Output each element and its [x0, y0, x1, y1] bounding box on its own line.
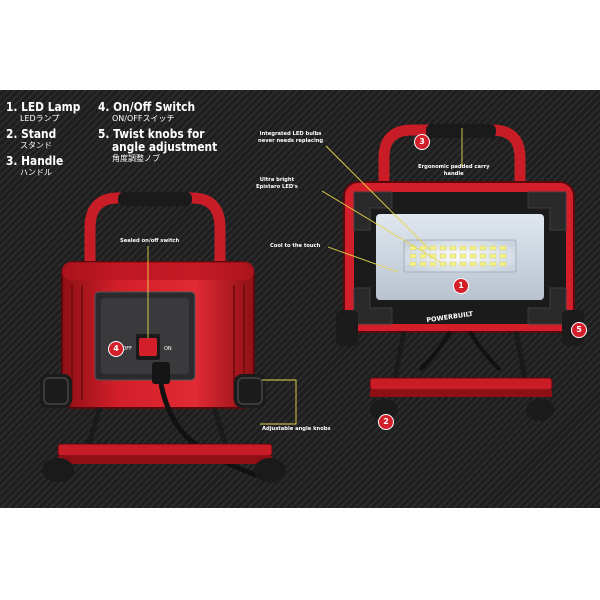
badge-led-lamp: 1 [453, 278, 469, 294]
legend-item-5: 5. Twist knobs for [98, 126, 205, 141]
legend-item-4-jp: ON/OFFスイッチ [112, 114, 175, 123]
callout-sealed-switch: Sealed on/off switch [120, 238, 180, 244]
legend-item-3: 3. Handle [6, 153, 64, 168]
callout-ergonomic-handle: Ergonomic padded carry handle [418, 164, 490, 177]
legend-item-2-jp: スタンド [20, 141, 52, 150]
left-angle-knob [40, 374, 72, 408]
callout-cool-touch: Cool to the touch [270, 243, 321, 249]
cable-grommet [152, 362, 170, 384]
rear-foot-right [254, 458, 286, 482]
rear-view-lamp [40, 192, 286, 483]
badge-switch: 4 [108, 341, 124, 357]
led-chips [409, 245, 507, 267]
legend-item-5-jp: 角度調整ノブ [112, 154, 160, 163]
badge-handle: 3 [414, 134, 430, 150]
callout-integrated-bulbs: Integrated LED bulbs never needs replaci… [258, 131, 324, 144]
right-angle-knob [234, 374, 266, 408]
front-foot-right [526, 399, 554, 421]
rear-stand-bar [57, 443, 273, 457]
badge-knob: 5 [571, 322, 587, 338]
switch-off-label: OFF [122, 346, 132, 352]
legend-item-4: 4. On/Off Switch [98, 99, 196, 114]
power-cable [158, 383, 276, 483]
legend-item-5-line2: angle adjustment [112, 139, 218, 154]
front-left-knob [336, 310, 358, 346]
rear-handle-grip [118, 192, 192, 206]
front-handle-grip [426, 124, 496, 138]
callout-ultra-bright: Ultra bright Epistaro LED's [256, 177, 298, 190]
badge-stand: 2 [378, 414, 394, 430]
switch-on-label: ON [164, 346, 172, 352]
legend-item-1-jp: LEDランプ [20, 114, 60, 123]
front-view-lamp [336, 124, 584, 421]
callout-adjustable-knobs: Adjustable angle knobs [262, 426, 331, 432]
callout-leaders [147, 128, 463, 425]
switch-rocker [139, 338, 157, 356]
legend-item-2: 2. Stand [6, 126, 57, 141]
rear-foot-left [42, 458, 74, 482]
front-stand-bar [369, 377, 553, 391]
legend-item-1: 1. LED Lamp [6, 99, 81, 114]
legend-item-3-jp: ハンドル [20, 168, 52, 177]
